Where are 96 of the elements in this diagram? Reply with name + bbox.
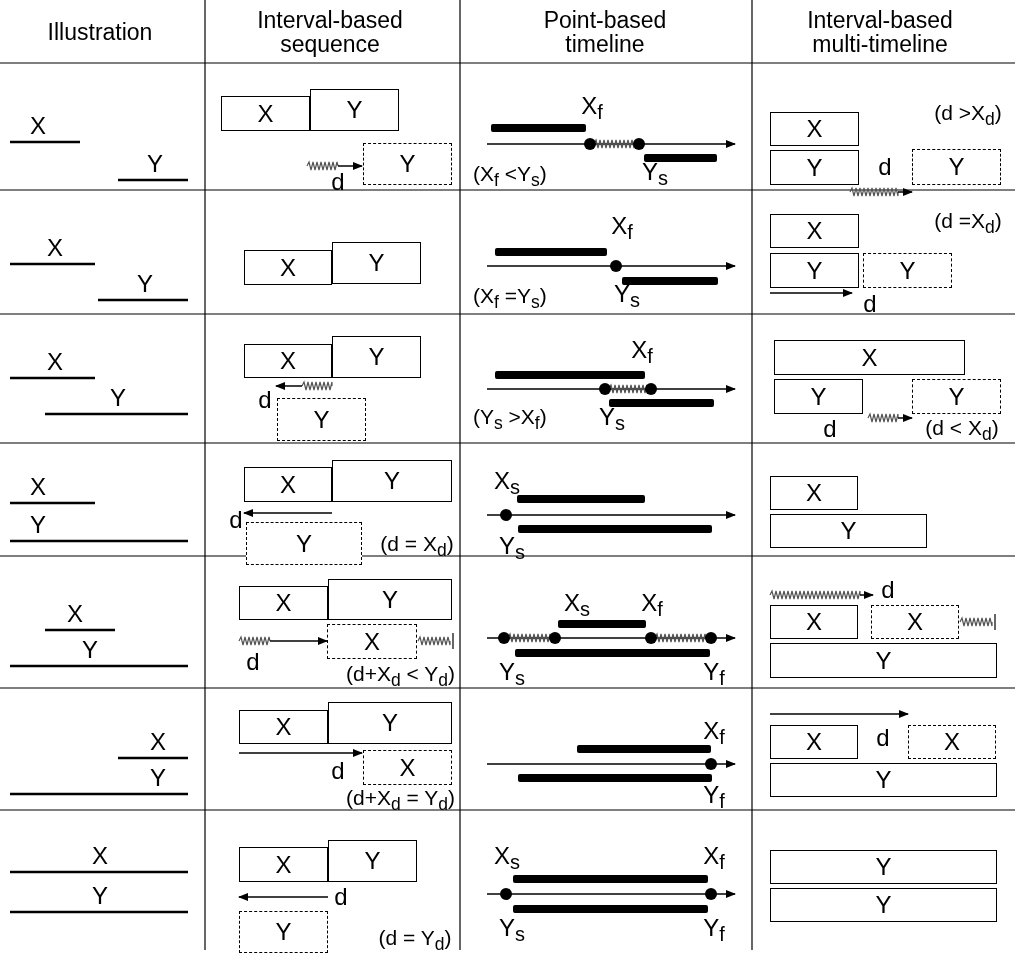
event-label: Y$_{s}$: [599, 403, 625, 435]
interval-box: Y: [332, 242, 421, 284]
interval-box: X: [770, 725, 858, 759]
interval-box: Y: [770, 253, 859, 288]
condition-text: (Y$_{s}$ >X$_{f}$): [473, 405, 547, 433]
shifted-interval-box: X: [908, 725, 996, 759]
interval-box: Y: [770, 150, 859, 185]
shifted-interval-box: Y: [912, 379, 1001, 414]
event-label: X$_{f}$: [611, 212, 633, 244]
event-label: Y$_{s}$: [614, 280, 640, 312]
interval-box: X: [221, 96, 310, 131]
event-label: Y$_{s}$: [499, 658, 525, 690]
interval-box: Y: [332, 460, 452, 502]
interval-label: Y: [30, 512, 46, 538]
event-label: Y$_{s}$: [642, 158, 668, 190]
interval-box: Y: [774, 379, 863, 414]
shifted-interval-box: X: [327, 624, 417, 659]
delay-label: d: [876, 725, 890, 751]
interval-label: Y: [150, 765, 166, 791]
interval-label: Y: [110, 385, 126, 411]
interval-box: Y: [328, 702, 452, 744]
condition-text: (d < X$_{d}$): [925, 416, 999, 444]
shifted-interval-box: Y: [912, 149, 1001, 185]
interval-label: X: [47, 349, 63, 375]
event-label: X$_{s}$: [564, 589, 590, 621]
interval-box: X: [770, 476, 858, 510]
shifted-interval-box: Y: [277, 398, 366, 441]
column-header: Interval-based sequence: [256, 7, 404, 57]
interval-box: X: [239, 586, 328, 620]
interval-label: X: [150, 729, 166, 755]
interval-box: X: [770, 112, 859, 146]
shifted-interval-box: Y: [863, 253, 952, 288]
delay-label: d: [258, 387, 272, 413]
condition-text: (X$_{f}$ <Y$_{s}$): [473, 162, 547, 190]
delay-label: d: [246, 649, 260, 675]
interval-box: X: [770, 214, 859, 248]
interval-box: X: [774, 340, 965, 375]
event-label: X$_{f}$: [641, 589, 663, 621]
delay-label: d: [863, 291, 877, 317]
delay-label: d: [881, 577, 895, 603]
interval-box: Y: [770, 888, 997, 922]
condition-text: (d >X$_{d}$): [934, 101, 1002, 129]
interval-label: X: [30, 474, 46, 500]
interval-box: X: [770, 605, 858, 639]
interval-label: Y: [147, 151, 163, 177]
event-label: Y$_{s}$: [499, 532, 525, 564]
shifted-interval-box: X: [363, 750, 452, 785]
event-label: X$_{s}$: [494, 842, 520, 874]
shifted-interval-box: Y: [239, 911, 328, 953]
interval-box: Y: [770, 850, 997, 884]
interval-box: X: [244, 250, 332, 285]
interval-box: Y: [332, 336, 421, 378]
event-label: X$_{f}$: [581, 92, 603, 124]
shifted-interval-box: Y: [363, 143, 452, 185]
event-label: X$_{f}$: [631, 336, 653, 368]
delay-label: d: [229, 507, 243, 533]
interval-label: X: [47, 235, 63, 261]
interval-box: X: [239, 847, 328, 882]
interval-box: X: [244, 467, 332, 502]
delay-label: d: [878, 154, 892, 180]
delay-label: d: [331, 758, 345, 784]
interval-box: Y: [328, 840, 417, 882]
interval-box: Y: [310, 89, 399, 131]
interval-box: X: [239, 710, 328, 744]
event-label: X$_{s}$: [494, 467, 520, 499]
event-label: Y$_{f}$: [703, 781, 725, 813]
interval-box: Y: [770, 514, 927, 548]
condition-text: (d+X$_{d}$ < Y$_{d}$): [346, 662, 455, 690]
interval-box: Y: [328, 579, 452, 620]
interval-box: Y: [770, 763, 997, 797]
condition-text: (d = Y$_{d}$): [378, 926, 452, 954]
condition-text: (d = X$_{d}$): [380, 532, 454, 560]
shifted-interval-box: X: [871, 605, 959, 639]
column-header: Illustration: [47, 19, 153, 45]
interval-label: Y: [82, 637, 98, 663]
event-label: Y$_{f}$: [703, 658, 725, 690]
delay-label: d: [334, 884, 348, 910]
condition-text: (X$_{f}$ =Y$_{s}$): [473, 284, 547, 312]
event-label: Y$_{s}$: [499, 914, 525, 946]
interval-label: X: [30, 113, 46, 139]
shifted-interval-box: Y: [246, 522, 362, 565]
interval-label: X: [67, 601, 83, 627]
column-header: Point-based timeline: [542, 7, 668, 57]
delay-label: d: [823, 416, 837, 442]
event-label: X$_{f}$: [703, 717, 725, 749]
event-label: X$_{f}$: [703, 842, 725, 874]
event-label: Y$_{f}$: [703, 914, 725, 946]
condition-text: (d =X$_{d}$): [934, 209, 1002, 237]
column-header: Interval-based multi-timeline: [806, 7, 954, 57]
condition-text: (d+X$_{d}$ = Y$_{d}$): [346, 786, 455, 814]
interval-box: X: [244, 344, 332, 378]
delay-label: d: [331, 169, 345, 195]
interval-box: Y: [770, 643, 997, 678]
interval-label: Y: [92, 883, 108, 909]
interval-label: Y: [137, 271, 153, 297]
interval-label: X: [92, 843, 108, 869]
